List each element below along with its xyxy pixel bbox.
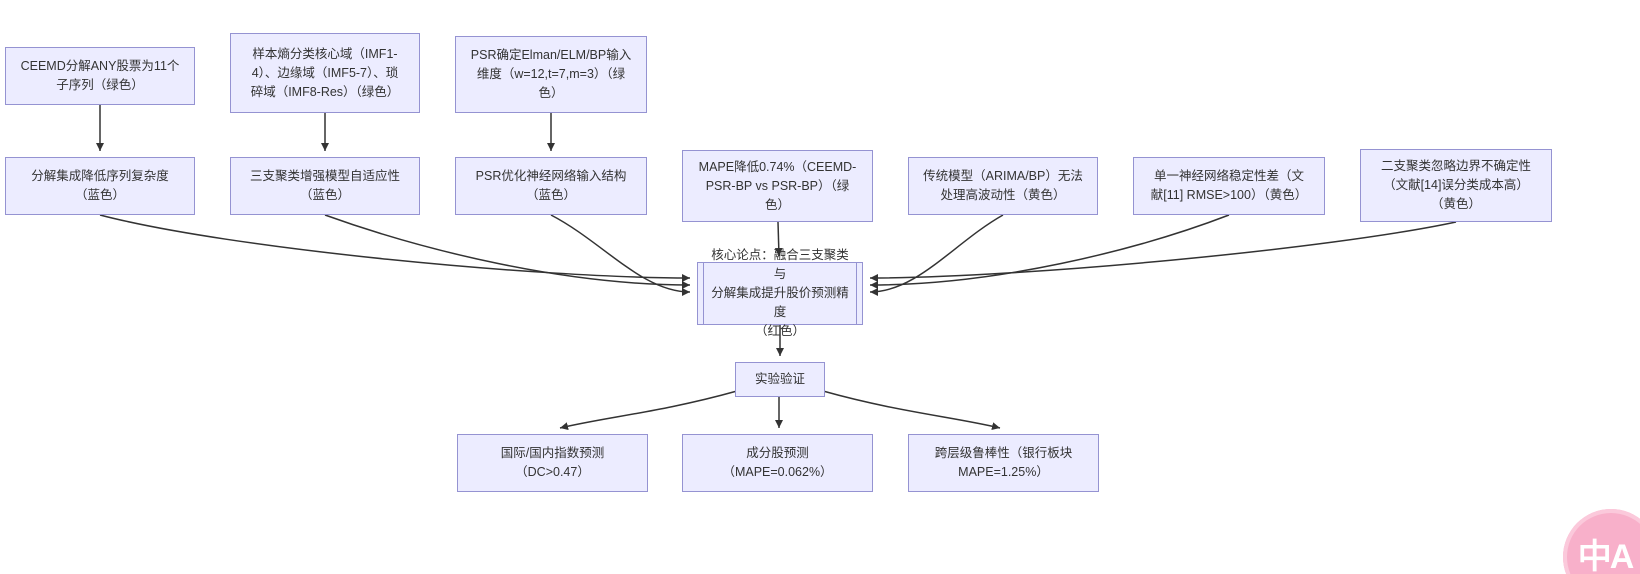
edge-adaptive-to-core [324,214,691,289]
node-single-nn-unstable: 单一神经网络稳定性差（文 献[11] RMSE>100）（黄色） [1133,157,1325,215]
node-index-prediction: 国际/国内指数预测 （DC>0.47） [457,434,648,492]
node-label: 实验验证 [754,372,805,386]
translate-badge-button[interactable]: 中A [1563,509,1640,574]
node-label: 三支聚类增强模型自适应性 （蓝色） [249,169,400,202]
edge-structure-to-core [550,214,691,296]
node-label: PSR优化神经网络输入结构 （蓝色） [475,169,627,202]
node-robustness: 跨层级鲁棒性（银行板块 MAPE=1.25%） [908,434,1099,492]
node-label: 跨层级鲁棒性（银行板块 MAPE=1.25%） [934,446,1073,479]
edge-twoway-to-core [869,221,1457,282]
node-label: 二支聚类忽略边界不确定性 （文献[14]误分类成本高） （黄色） [1380,159,1531,211]
node-ceemd-decompose: CEEMD分解ANY股票为11个 子序列（绿色） [5,47,195,105]
edge-complexity-to-core [99,214,691,282]
node-psr-structure: PSR优化神经网络输入结构 （蓝色） [455,157,647,215]
node-three-way-adaptive: 三支聚类增强模型自适应性 （蓝色） [230,157,420,215]
node-label: MAPE降低0.74%（CEEMD- PSR-BP vs PSR-BP）（绿 色… [698,159,857,212]
node-label: 传统模型（ARIMA/BP）无法 处理高波动性（黄色） [923,169,1083,202]
node-label: CEEMD分解ANY股票为11个 子序列（绿色） [20,59,180,92]
node-constituent-prediction: 成分股预测 （MAPE=0.062%） [682,434,873,492]
edge-experiment-to-index [559,390,738,431]
node-core-thesis: 核心论点：融合三支聚类与 分解集成提升股价预测精度 （红色） [697,248,863,338]
node-label: 样本熵分类核心域（IMF1- 4）、边缘域（IMF5-7）、琐 碎域（IMF8-… [250,46,400,99]
edge-traditional-to-core [869,214,1004,296]
node-two-way-limit: 二支聚类忽略边界不确定性 （文献[14]误分类成本高） （黄色） [1360,149,1552,222]
edge-experiment-to-robustness [822,390,1001,431]
double-border-line [856,263,857,324]
node-label: 分解集成降低序列复杂度 （蓝色） [31,169,169,202]
double-border-line [703,263,704,324]
node-sample-entropy: 样本熵分类核心域（IMF1- 4）、边缘域（IMF5-7）、琐 碎域（IMF8-… [230,33,420,113]
node-label: 单一神经网络稳定性差（文 献[11] RMSE>100）（黄色） [1150,169,1308,202]
node-psr-dimension: PSR确定Elman/ELM/BP输入 维度（w=12,t=7,m=3）（绿 色… [455,36,647,113]
node-mape-improve: MAPE降低0.74%（CEEMD- PSR-BP vs PSR-BP）（绿 色… [682,150,873,222]
node-label: 核心论点：融合三支聚类与 分解集成提升股价预测精度 （红色） [711,248,849,338]
node-experiment-validation: 实验验证 [735,362,825,397]
edge-singlenn-to-core [869,214,1230,289]
node-label: 成分股预测 （MAPE=0.062%） [722,446,833,479]
node-traditional-limit: 传统模型（ARIMA/BP）无法 处理高波动性（黄色） [908,157,1098,215]
node-decomp-complexity: 分解集成降低序列复杂度 （蓝色） [5,157,195,215]
node-label: 国际/国内指数预测 （DC>0.47） [500,446,605,479]
translate-badge-label: 中A [1577,537,1635,574]
node-label: PSR确定Elman/ELM/BP输入 维度（w=12,t=7,m=3）（绿 色… [470,48,632,100]
